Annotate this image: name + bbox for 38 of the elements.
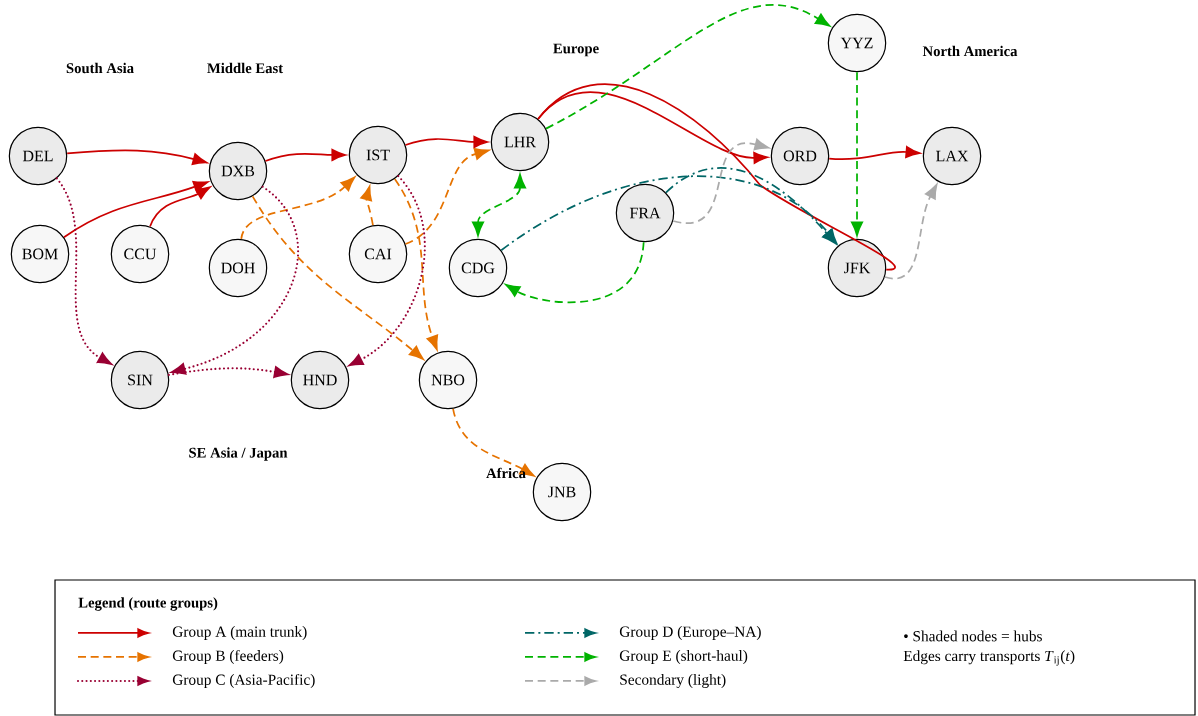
route-arrow xyxy=(472,173,526,237)
route-arrow xyxy=(251,195,424,360)
route-arrow xyxy=(393,178,439,351)
region-label: SE Asia / Japan xyxy=(189,447,288,461)
route-arrow xyxy=(404,148,490,245)
route-arrow xyxy=(167,366,289,378)
legend-text: Group A (main trunk) xyxy=(172,626,307,640)
legend-text: Group E (short-haul) xyxy=(619,650,748,664)
region-label: Middle East xyxy=(207,62,284,74)
legend-title: Legend (route groups) xyxy=(78,597,218,611)
legend-text: Secondary (light) xyxy=(620,674,726,688)
route-arrow xyxy=(545,4,831,130)
route-arrow xyxy=(240,176,356,240)
route-arrow xyxy=(63,180,209,239)
route-arrow xyxy=(828,146,921,160)
legend-text: Group D (Europe–NA) xyxy=(619,626,761,640)
route-arrow xyxy=(851,71,863,237)
route-arrow xyxy=(55,177,112,365)
route-arrow xyxy=(149,186,211,228)
region-label: North America xyxy=(922,45,1018,57)
route-arrow xyxy=(505,241,645,304)
legend-note: Edges carry transports T$_{ij}$(t) xyxy=(903,650,1075,666)
route-arrow xyxy=(264,149,347,162)
legend-note: • Shaded nodes = hubs xyxy=(904,630,1042,642)
route-arrow xyxy=(665,167,837,245)
route-arrow xyxy=(404,136,489,148)
region-label: South Asia xyxy=(66,62,134,74)
region-label: Europe xyxy=(553,43,599,57)
legend-text: Group B (feeders) xyxy=(172,649,284,664)
route-arrow xyxy=(66,149,208,165)
route-arrow xyxy=(672,138,770,225)
route-arrow xyxy=(171,185,300,375)
legend-text: Group C (Asia-Pacific) xyxy=(172,673,315,688)
route-arrow xyxy=(360,185,374,227)
region-label: Africa xyxy=(486,467,526,479)
route-arrow xyxy=(452,407,535,477)
route-arrow xyxy=(884,184,938,280)
route-arrow xyxy=(348,175,426,367)
